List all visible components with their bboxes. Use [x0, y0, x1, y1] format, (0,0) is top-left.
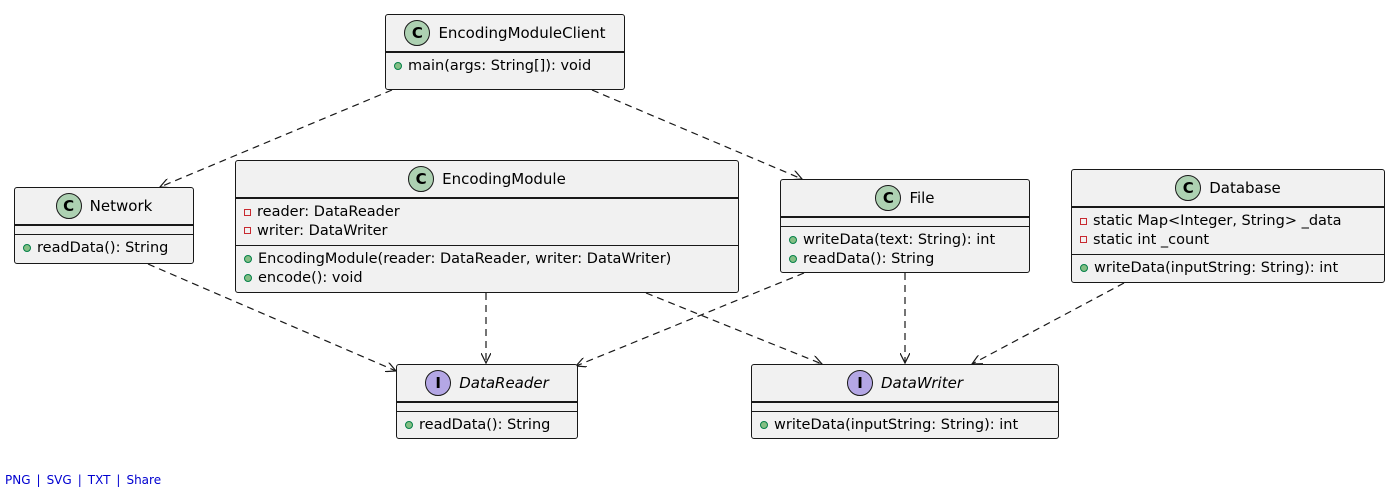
- class-header: C Database: [1072, 170, 1384, 207]
- interface-icon: I: [847, 370, 873, 396]
- private-icon: [1080, 236, 1087, 244]
- methods-section: EncodingModule(reader: DataReader, write…: [236, 245, 738, 292]
- fields-section: [752, 402, 1058, 411]
- arrow-client-to-file: [591, 89, 802, 179]
- method-text: main(args: String[]): void: [408, 58, 592, 75]
- field-row: static Map<Integer, String> _data: [1080, 212, 1384, 231]
- public-icon: [789, 236, 797, 245]
- methods-section: writeData(inputString: String): int: [1072, 254, 1384, 283]
- method-row: readData(): String: [23, 239, 193, 258]
- method-row: readData(): String: [789, 250, 1029, 269]
- public-icon: [244, 273, 252, 282]
- class-icon: C: [875, 185, 902, 211]
- public-icon: [23, 244, 31, 253]
- method-row: main(args: String[]): void: [394, 57, 624, 76]
- private-icon: [244, 208, 251, 216]
- method-text: readData(): String: [37, 240, 169, 257]
- method-text: EncodingModule(reader: DataReader, write…: [258, 251, 672, 268]
- interface-datareader: I DataReader readData(): String: [396, 364, 578, 439]
- class-database: C Database static Map<Integer, String> _…: [1071, 169, 1385, 283]
- method-text: readData(): String: [419, 417, 551, 434]
- class-encodingmoduleclient: C EncodingModuleClient main(args: String…: [385, 14, 625, 90]
- class-icon: C: [55, 193, 82, 219]
- fields-section: [397, 402, 577, 411]
- arrow-database-to-datawriter: [972, 282, 1125, 364]
- interface-name: DataReader: [459, 374, 549, 392]
- interface-datawriter: I DataWriter writeData(inputString: Stri…: [751, 364, 1059, 439]
- public-icon: [394, 62, 402, 71]
- class-encodingmodule: C EncodingModule reader: DataReader writ…: [235, 160, 739, 293]
- methods-section: readData(): String: [397, 411, 577, 440]
- class-name: EncodingModule: [442, 170, 566, 188]
- class-name: Database: [1209, 179, 1281, 197]
- class-icon: C: [404, 20, 431, 46]
- method-text: writeData(inputString: String): int: [774, 417, 1019, 434]
- methods-section: writeData(inputString: String): int: [752, 411, 1058, 440]
- interface-icon: I: [425, 370, 452, 396]
- class-name: Network: [89, 197, 153, 215]
- class-icon: C: [1175, 175, 1202, 201]
- png-link[interactable]: PNG: [5, 473, 31, 487]
- method-row: readData(): String: [405, 416, 577, 435]
- private-icon: [1080, 217, 1087, 225]
- method-row: writeData(inputString: String): int: [760, 416, 1058, 435]
- fields-section: [15, 225, 193, 234]
- public-icon: [1080, 264, 1088, 273]
- fields-section: reader: DataReader writer: DataWriter: [236, 198, 738, 245]
- method-row: writeData(text: String): int: [789, 231, 1029, 250]
- export-links: PNG | SVG | TXT | Share: [5, 473, 161, 487]
- class-header: C Network: [15, 188, 193, 225]
- method-row: writeData(inputString: String): int: [1080, 259, 1384, 278]
- method-row: EncodingModule(reader: DataReader, write…: [244, 250, 738, 269]
- method-text: writeData(inputString: String): int: [1094, 260, 1339, 277]
- interface-header: I DataReader: [397, 365, 577, 402]
- method-text: readData(): String: [803, 250, 935, 267]
- field-text: reader: DataReader: [257, 204, 400, 221]
- arrow-file-to-datareader: [576, 272, 805, 366]
- class-file: C File writeData(text: String): int read…: [780, 179, 1030, 273]
- method-row: encode(): void: [244, 269, 738, 288]
- fields-section: static Map<Integer, String> _data static…: [1072, 207, 1384, 254]
- field-row: static int _count: [1080, 231, 1384, 250]
- arrow-client-to-network: [160, 89, 393, 187]
- methods-section: main(args: String[]): void: [386, 52, 624, 81]
- field-text: static Map<Integer, String> _data: [1093, 213, 1342, 230]
- field-text: writer: DataWriter: [257, 222, 388, 239]
- methods-section: readData(): String: [15, 234, 193, 263]
- fields-section: [781, 217, 1029, 226]
- class-header: C EncodingModule: [236, 161, 738, 198]
- svg-link[interactable]: SVG: [46, 473, 72, 487]
- separator: |: [36, 473, 41, 487]
- public-icon: [405, 421, 413, 430]
- method-text: encode(): void: [258, 269, 363, 286]
- public-icon: [760, 421, 768, 430]
- separator: |: [116, 473, 121, 487]
- arrow-network-to-datareader: [147, 263, 396, 371]
- separator: |: [77, 473, 82, 487]
- class-name: File: [909, 189, 935, 207]
- field-text: static int _count: [1093, 231, 1210, 248]
- interface-header: I DataWriter: [752, 365, 1058, 402]
- method-text: writeData(text: String): int: [803, 232, 996, 249]
- share-link[interactable]: Share: [126, 473, 162, 487]
- arrow-module-to-datawriter: [645, 292, 822, 364]
- interface-name: DataWriter: [881, 374, 963, 392]
- methods-section: writeData(text: String): int readData():…: [781, 226, 1029, 273]
- public-icon: [244, 255, 252, 264]
- class-icon: C: [408, 166, 435, 192]
- field-row: reader: DataReader: [244, 203, 738, 222]
- class-header: C EncodingModuleClient: [386, 15, 624, 52]
- public-icon: [789, 254, 797, 263]
- private-icon: [244, 227, 251, 235]
- class-header: C File: [781, 180, 1029, 217]
- class-name: EncodingModuleClient: [438, 24, 606, 42]
- class-network: C Network readData(): String: [14, 187, 194, 264]
- txt-link[interactable]: TXT: [87, 473, 111, 487]
- field-row: writer: DataWriter: [244, 222, 738, 241]
